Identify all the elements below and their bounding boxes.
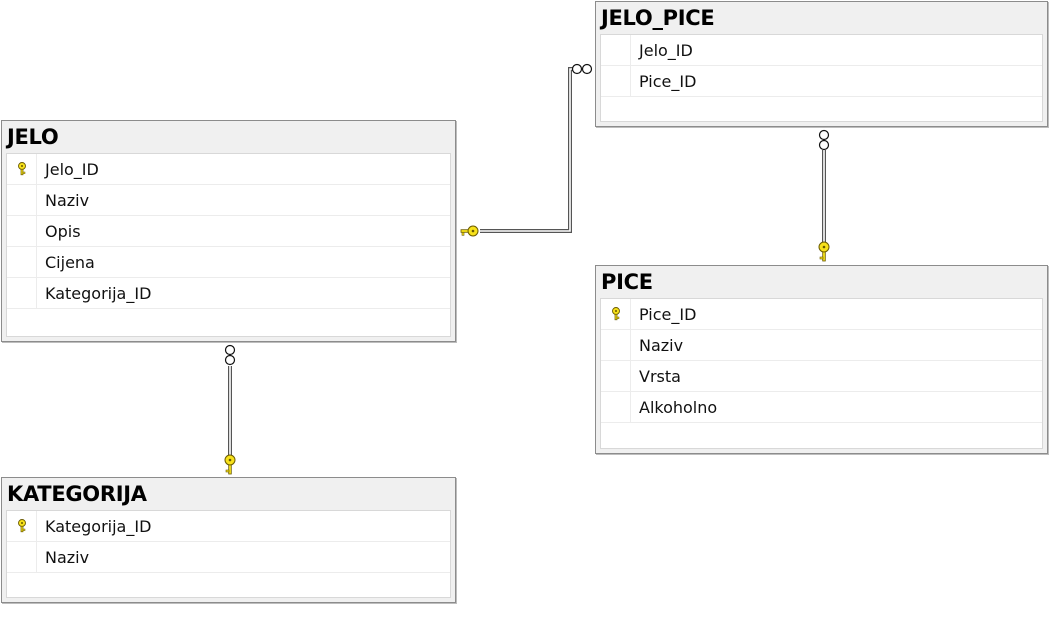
primary-key-icon [611,307,620,321]
column-row[interactable]: Jelo_ID [7,154,450,185]
row-selector[interactable] [7,216,37,246]
column-list: Jelo_ID Pice_ID [600,34,1043,122]
infinity-icon [818,129,830,151]
column-list: Kategorija_ID Naziv [6,510,451,598]
row-selector[interactable] [601,35,631,65]
column-name: Alkoholno [639,397,718,417]
relationship-pice-jelo-pice[interactable] [818,129,830,262]
key-icon [818,241,830,262]
key-icon [224,454,236,475]
column-name: Jelo_ID [45,159,99,179]
column-name: Opis [45,221,81,241]
column-name: Pice_ID [639,304,697,324]
row-selector[interactable] [601,361,631,391]
table-title[interactable]: KATEGORIJA [7,482,147,506]
row-selector[interactable] [7,185,37,215]
table-kategorija[interactable]: KATEGORIJA Kategorija_ID Naziv [1,477,456,603]
column-row[interactable]: Pice_ID [601,299,1042,330]
row-selector[interactable] [7,511,37,541]
table-title[interactable]: JELO [7,125,59,149]
column-name: Jelo_ID [639,40,693,60]
row-selector[interactable] [7,278,37,308]
column-list: Jelo_ID Naziv Opis Cijena Kategorija_ID [6,153,451,337]
row-selector[interactable] [7,247,37,277]
infinity-icon [224,344,236,366]
column-row[interactable]: Pice_ID [601,66,1042,97]
infinity-icon [571,63,593,75]
row-selector[interactable] [601,299,631,329]
primary-key-icon [17,519,26,533]
column-row[interactable]: Kategorija_ID [7,278,450,309]
column-name: Naziv [639,335,684,355]
column-row[interactable]: Alkoholno [601,392,1042,423]
column-name: Kategorija_ID [45,283,152,303]
key-icon [460,225,479,237]
column-name: Vrsta [639,366,681,386]
column-list: Pice_ID Naziv Vrsta Alkoholno [600,298,1043,449]
table-title[interactable]: JELO_PICE [601,6,715,30]
column-row[interactable]: Cijena [7,247,450,278]
row-selector[interactable] [7,154,37,184]
table-jelo-pice[interactable]: JELO_PICE Jelo_ID Pice_ID [595,1,1048,127]
relationship-jelo-jelo-pice[interactable] [460,63,593,237]
primary-key-icon [17,162,26,176]
column-row[interactable]: Naziv [601,330,1042,361]
column-row[interactable]: Kategorija_ID [7,511,450,542]
row-selector[interactable] [601,330,631,360]
column-name: Pice_ID [639,71,697,91]
column-name: Cijena [45,252,95,272]
column-name: Naziv [45,190,90,210]
column-row[interactable]: Jelo_ID [601,35,1042,66]
table-title[interactable]: PICE [601,270,653,294]
row-selector[interactable] [601,66,631,96]
row-selector[interactable] [601,392,631,422]
row-selector[interactable] [7,542,37,572]
relationship-kategorija-jelo[interactable] [224,344,236,475]
column-row[interactable]: Naziv [7,185,450,216]
column-row[interactable]: Opis [7,216,450,247]
column-name: Naziv [45,547,90,567]
column-row[interactable]: Naziv [7,542,450,573]
column-row[interactable]: Vrsta [601,361,1042,392]
table-pice[interactable]: PICE Pice_ID Naziv Vrsta [595,265,1048,454]
column-name: Kategorija_ID [45,516,152,536]
table-jelo[interactable]: JELO Jelo_ID Naziv Opis [1,120,456,342]
